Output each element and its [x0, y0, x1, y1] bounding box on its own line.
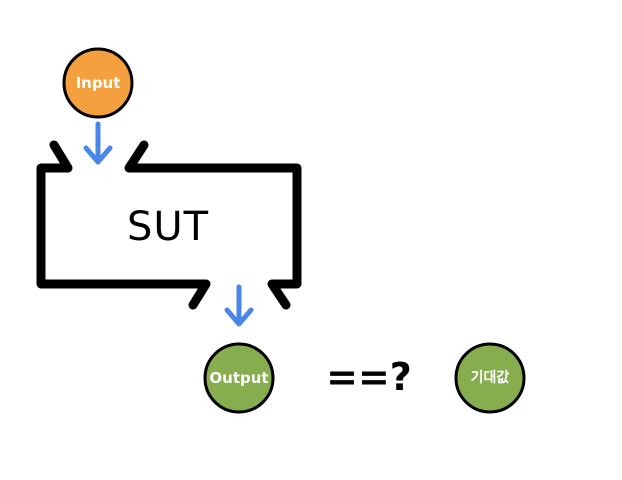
input-node: Input — [62, 47, 134, 119]
output-node: Output — [203, 342, 275, 414]
output-label: Output — [209, 369, 268, 387]
input-label: Input — [76, 74, 121, 92]
expected-node: 기대값 — [454, 342, 526, 414]
input-to-sut-arrow — [83, 121, 113, 165]
input-circle — [62, 47, 134, 119]
comparison-label: ==? — [326, 355, 412, 399]
sut-label: SUT — [127, 204, 209, 250]
expected-circle — [454, 342, 526, 414]
sut-box — [36, 140, 302, 310]
expected-label: 기대값 — [471, 370, 510, 386]
output-circle — [203, 342, 275, 414]
sut-to-output-arrow — [224, 284, 254, 327]
